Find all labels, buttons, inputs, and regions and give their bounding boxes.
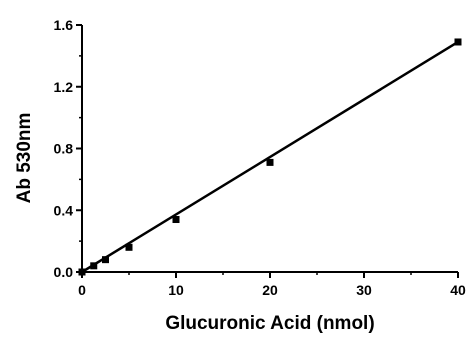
data-points [78, 38, 462, 276]
y-tick-label: 1.6 [54, 17, 74, 33]
y-tick-label: 1.2 [54, 79, 74, 95]
data-point [102, 256, 109, 264]
x-tick-label: 10 [168, 282, 184, 298]
y-tick-label: 0.8 [54, 141, 74, 157]
data-point [266, 158, 274, 166]
data-point [172, 216, 180, 224]
axis-ticks: 0.0 0.4 0.8 1.2 1.6 0 10 20 30 40 [54, 17, 466, 298]
x-tick-label: 20 [262, 282, 278, 298]
y-tick-label: 0.4 [54, 202, 74, 218]
x-axis-title: Glucuronic Acid (nmol) [165, 313, 374, 334]
x-tick-label: 0 [78, 282, 86, 298]
data-point [78, 268, 86, 276]
y-tick-label: 0.0 [54, 264, 74, 280]
data-point [125, 243, 133, 251]
data-point [454, 38, 462, 46]
fit-line-layer [81, 40, 459, 274]
x-tick-label: 40 [450, 282, 466, 298]
y-axis-title: Ab 530nm [14, 113, 35, 204]
fit-line [81, 40, 459, 274]
axes [81, 25, 458, 273]
data-point [90, 262, 98, 270]
x-tick-label: 30 [356, 282, 372, 298]
